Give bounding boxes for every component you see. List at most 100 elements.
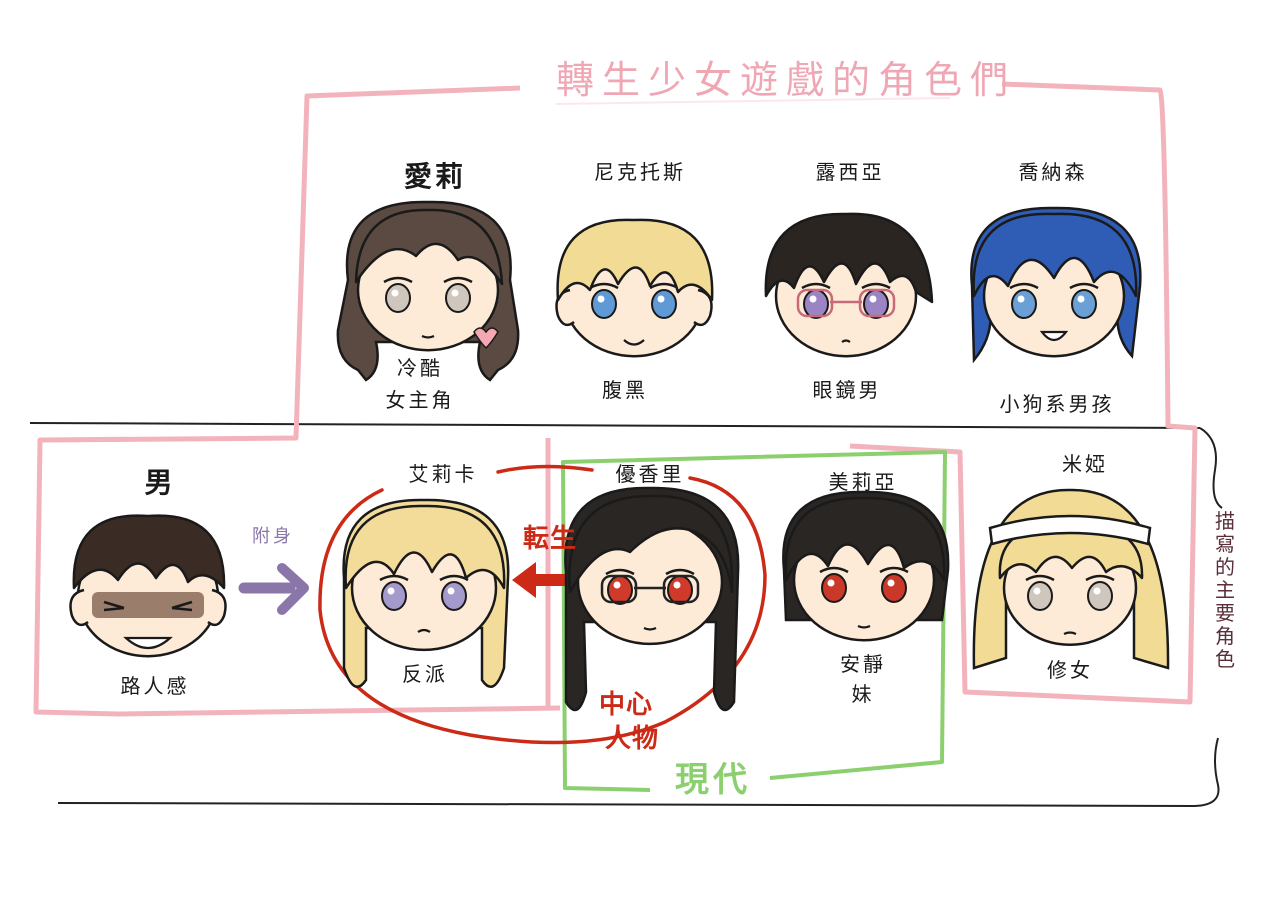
face-lucia-lid-left: [801, 282, 831, 290]
possess-arrow-head: [277, 563, 309, 615]
face-nikutos-mouth: [623, 339, 645, 346]
face-man-visor: [92, 592, 204, 618]
face-mia-eye-right-shine: [1093, 587, 1101, 595]
face-mirea-fringe: [784, 496, 946, 582]
trait-erika: 反派: [402, 662, 448, 686]
name-lucia: 露西亞: [815, 160, 885, 184]
face-man: [69, 514, 227, 658]
face-mia-eye-left-shine: [1033, 587, 1041, 595]
label-center-2: 人物: [604, 724, 659, 754]
bottom-divider-line: [57, 802, 1196, 807]
face-jonason-fringe: [972, 212, 1138, 298]
top-divider-line: [29, 422, 1201, 429]
face-mirea-mouth: [857, 624, 871, 629]
face-mia-eye-right: [1087, 581, 1113, 611]
face-jonason-eye-right: [1071, 289, 1097, 319]
face-jonason-eye-right-shine: [1077, 295, 1085, 303]
pink-frame-game-right: [849, 81, 1198, 705]
name-yukari: 優香里: [615, 462, 685, 486]
face-erika-eye-left-shine: [387, 587, 395, 595]
face-nikutos-fringe: [556, 218, 714, 302]
face-lucia-lid-right: [861, 282, 891, 290]
trait-mirea-2: 妹: [851, 682, 875, 706]
face-nikutos-eye-right-shine: [657, 295, 665, 303]
reincarnation-arrow-head: [512, 562, 536, 598]
face-mia-lid-right: [1085, 574, 1115, 582]
face-man-ear-right: [207, 588, 227, 627]
face-mia: [972, 488, 1170, 670]
title-underline: [555, 97, 951, 105]
trait-airi-1: 冷酷: [397, 356, 443, 380]
trait-airi-2: 女主角: [385, 388, 455, 412]
face-airi-heart-earring: [473, 327, 499, 350]
trait-lucia: 眼鏡男: [812, 378, 882, 402]
face-airi: [336, 200, 520, 382]
name-man: 男: [144, 466, 176, 499]
face-yukari-mouth: [643, 626, 657, 631]
name-nikutos: 尼克托斯: [594, 160, 686, 184]
trait-nikutos: 腹黑: [602, 378, 648, 402]
face-nikutos-eye-left: [591, 289, 617, 319]
face-lucia-mouth: [841, 339, 851, 343]
face-jonason-eye-left-shine: [1017, 295, 1025, 303]
face-lucia-eye-right: [863, 289, 889, 319]
face-erika-eye-right-shine: [447, 587, 455, 595]
side-label: 描寫的主要角色: [1215, 509, 1235, 671]
face-mirea-lid-right: [879, 566, 909, 574]
face-airi-lid-left: [383, 276, 413, 284]
trait-man: 路人感: [120, 674, 190, 698]
face-mia-mouth: [1063, 631, 1077, 636]
face-jonason: [970, 206, 1142, 364]
face-lucia-eye-right-shine: [869, 295, 877, 303]
face-mia-veil-band: [988, 514, 1152, 546]
face-lucia-eye-left-shine: [809, 295, 817, 303]
face-erika-mouth: [417, 628, 431, 633]
face-jonason-lid-left: [1009, 282, 1039, 290]
face-airi-eye-right: [445, 283, 471, 313]
face-mia-lid-left: [1025, 574, 1055, 582]
label-reincarnation: 転生: [522, 524, 577, 554]
face-yukari-eye-left: [607, 575, 633, 605]
face-lucia: [764, 212, 934, 358]
right-bracket: [1194, 427, 1223, 807]
face-mirea: [782, 490, 950, 642]
face-man-closed-eyes: [103, 600, 193, 612]
face-erika-eye-right: [441, 581, 467, 611]
label-possess: 附身: [252, 526, 294, 547]
face-airi-mouth: [421, 334, 435, 339]
face-man-mouth: [123, 636, 173, 650]
face-yukari-eye-right: [667, 575, 693, 605]
green-frame-modern: [561, 450, 947, 792]
face-yukari-lid-left: [605, 568, 635, 576]
name-erika: 艾莉卡: [408, 462, 478, 486]
diagram-title: 轉生少女遊戲的角色們: [556, 58, 1017, 102]
face-mirea-eye-left: [821, 573, 847, 603]
name-airi: 愛莉: [403, 160, 466, 193]
face-erika-fringe: [344, 504, 506, 590]
face-man-ear-left: [69, 588, 89, 627]
face-yukari-lid-right: [665, 568, 695, 576]
face-airi-eye-right-shine: [451, 289, 459, 297]
face-yukari-eye-left-shine: [613, 581, 621, 589]
label-center-1: 中心: [598, 690, 653, 720]
face-jonason-mouth: [1039, 330, 1069, 342]
face-mirea-eye-right-shine: [887, 579, 895, 587]
face-yukari-eye-right-shine: [673, 581, 681, 589]
face-erika: [342, 498, 510, 688]
name-mirea: 美莉亞: [828, 470, 898, 494]
face-mirea-eye-right: [881, 573, 907, 603]
label-modern: 現代: [675, 760, 751, 800]
face-airi-lid-right: [443, 276, 473, 284]
face-airi-fringe: [354, 208, 504, 286]
face-yukari: [564, 486, 740, 712]
face-nikutos-eye-left-shine: [597, 295, 605, 303]
face-airi-eye-left-shine: [391, 289, 399, 297]
face-airi-eye-left: [385, 283, 411, 313]
face-jonason-eye-left: [1011, 289, 1037, 319]
name-mia: 米婭: [1062, 452, 1108, 476]
face-nikutos: [555, 218, 714, 358]
face-mirea-eye-left-shine: [827, 579, 835, 587]
trait-mia: 修女: [1047, 658, 1093, 682]
